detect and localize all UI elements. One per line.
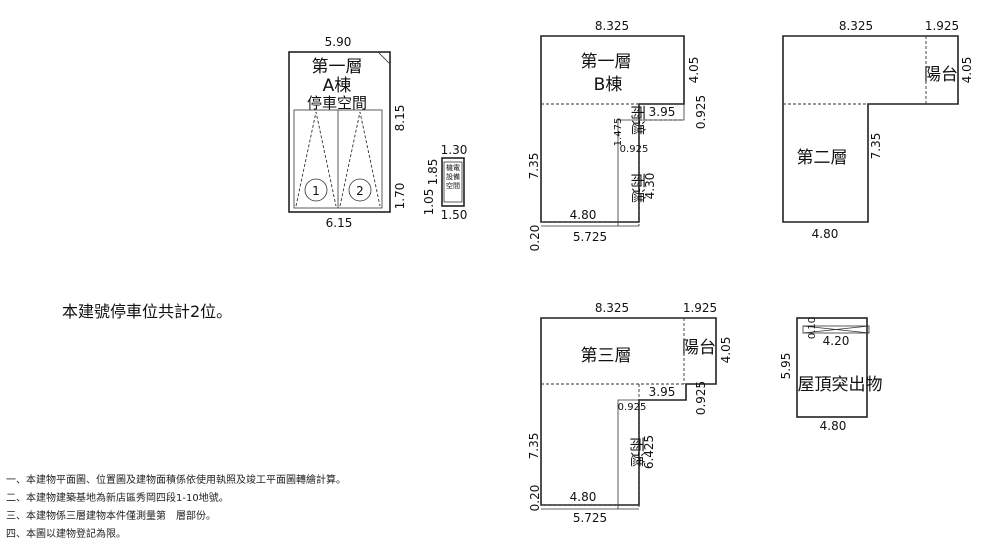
plan-b-floor-label: 第一層 [581,52,632,72]
note-2: 二、本建物建築基地為新店區秀岡四段1-10地號。 [6,493,229,504]
plan-2f-outline [782,35,959,223]
mech-dim-bottom: 1.50 [441,208,468,222]
plan-2f-balcony-label: 陽台 [924,65,958,85]
plan-a-chamfer [377,51,391,65]
parking-sweep-2 [339,111,381,207]
plan-2f-dim-balcony-v: 4.05 [960,57,974,84]
plan-a-dim-right-lower: 1.70 [393,183,407,210]
plan-b-dim-canopy-w: 0.925 [620,144,649,155]
plan-a-dim-right: 8.15 [393,105,407,132]
mech-dim-left-b: 1.05 [422,189,436,216]
note-3: 三、本建物係三層建物本件僅測量第 層部份。 [6,511,216,522]
plan-b-dim-bottom-v: 0.20 [528,225,542,252]
parking-sweep-1 [295,111,337,207]
parking-space-2-number: 2 [356,184,364,198]
plan-3f-floor-label: 第三層 [581,346,632,366]
mech-room-label: 機電設備空間 [446,164,460,190]
plan-a-dim-bottom: 6.15 [326,216,353,230]
plan-3f-dim-bottom: 5.725 [573,511,607,525]
parking-space-1-marker [304,178,328,202]
plan-b-dim-left: 7.35 [527,153,541,180]
plan-b-dim-right-upper: 4.05 [687,57,701,84]
plan-b-dim-step-h: 3.95 [649,105,676,119]
plan-b-dim-top: 8.325 [595,19,629,33]
plan-3f-dim-left: 7.35 [527,433,541,460]
mech-dim-left-a: 1.85 [426,159,440,186]
plan-3f-dim-bottom-v: 0.20 [528,485,542,512]
note-4: 四、本圖以建物登記為限。 [6,529,126,540]
plan-2f-dim-right: 7.35 [869,133,883,160]
plan-3f-dim-inner-bottom: 4.80 [570,490,597,504]
roof-inner-strip [802,325,870,334]
plan-b-dim-bottom: 5.725 [573,230,607,244]
plan-3f-dim-canopy-h: 6.425 [642,435,656,469]
plan-roof: 屋頂突出物 4.20 0.10 5.95 4.80 [779,317,883,433]
plan-b-building-label: B棟 [594,75,623,95]
plan-3f-dim-step-v: 0.925 [694,381,708,415]
plan-2f-dim-bottom: 4.80 [812,227,839,241]
plan-3f-dim-top-balcony: 1.925 [683,301,717,315]
plan-3f-balcony-label: 陽台 [682,338,716,358]
plan-b-canopy-label: 雨遮 [629,105,647,135]
parking-space-2-marker [348,178,372,202]
plan-2f: 第二層 陽台 8.325 1.925 4.05 7.35 4.80 [782,19,974,241]
plan-3f: 第三層 陽台 雨遮 8.325 1.925 4.05 3.95 0.925 0.… [527,301,733,525]
plan-b-dim-canopy-v: 1.475 [613,118,624,147]
roof-dim-inner-v: 0.10 [807,317,818,339]
plan-3f-dim-canopy-w: 0.925 [618,402,647,413]
plan-b-dim-canopy-h: 4.30 [643,173,657,200]
parking-summary: 本建號停車位共計2位。 [62,302,233,321]
plan-a-floor-label: 第一層 [312,57,363,77]
roof-inner-diag-2 [802,325,870,334]
plan-b-canopy-lower [617,119,639,227]
roof-dim-left: 5.95 [779,353,793,380]
plan-2f-floor-label: 第二層 [797,148,848,168]
plan-a: 1 2 第一層 A棟 停車空間 5.90 8.15 1.70 6.15 機電設備… [288,35,468,230]
mech-room-outline [441,157,465,207]
roof-dim-inner: 4.20 [823,334,850,348]
plan-b-dim-inner-bottom: 4.80 [570,208,597,222]
mech-room-inner [443,161,463,203]
mech-dim-top: 1.30 [441,143,468,157]
plan-3f-canopy-label: 雨遮 [628,437,646,467]
roof-outline [796,317,868,418]
mech-room-text-box: 機電設備空間 [446,164,460,190]
plan-2f-dim-top: 8.325 [839,19,873,33]
note-1: 一、本建物平面圖、位置圖及建物面積係依使用執照及竣工平面圖轉繪計算。 [6,475,346,486]
plan-3f-dim-top: 8.325 [595,301,629,315]
plan-2f-dim-top-balcony: 1.925 [925,19,959,33]
plan-b-canopy-lower-label: 雨遮 [629,173,647,203]
plan-a-building-label: A棟 [323,76,352,96]
parking-space-label: 停車空間 [307,94,367,112]
plan-3f-dim-step-h: 3.95 [649,385,676,399]
plan-b: 第一層 B棟 雨遮 雨遮 8.325 4.05 3.95 0.925 1.475… [527,19,708,251]
notes: 一、本建物平面圖、位置圖及建物面積係依使用執照及竣工平面圖轉繪計算。 二、本建物… [6,472,346,544]
roof-dim-bottom: 4.80 [820,419,847,433]
plan-3f-canopy-lower [617,399,639,510]
plan-b-dim-step-v: 0.925 [694,95,708,129]
roof-label: 屋頂突出物 [798,375,883,395]
plan-a-outline [288,51,391,213]
plan-3f-dim-balcony-v: 4.05 [719,337,733,364]
plan-a-dim-top: 5.90 [325,35,352,49]
parking-space-1-number: 1 [312,184,320,198]
